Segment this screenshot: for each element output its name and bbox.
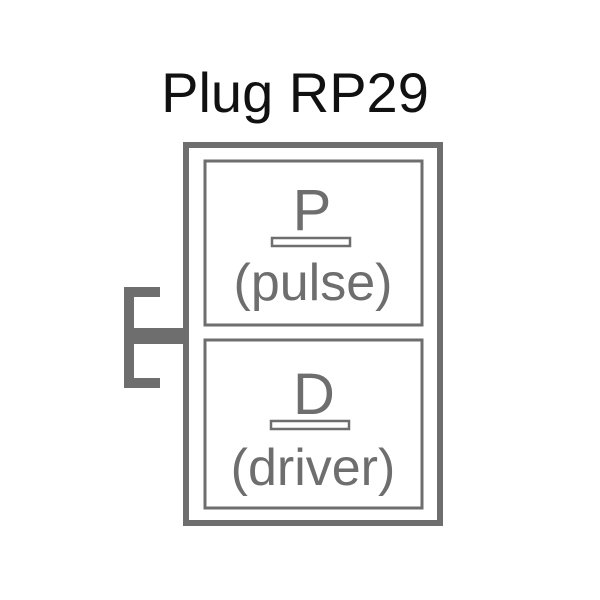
plug-title: Plug RP29 <box>161 61 429 124</box>
driver-label: (driver) <box>231 439 396 497</box>
plug-connector-icon <box>124 287 186 388</box>
pulse-underline <box>270 236 352 248</box>
driver-panel <box>203 338 424 510</box>
pulse-letter: P <box>293 178 332 243</box>
pulse-panel <box>203 159 424 327</box>
driver-underline <box>269 419 351 431</box>
pulse-label: (pulse) <box>234 254 393 312</box>
driver-letter: D <box>293 362 335 427</box>
